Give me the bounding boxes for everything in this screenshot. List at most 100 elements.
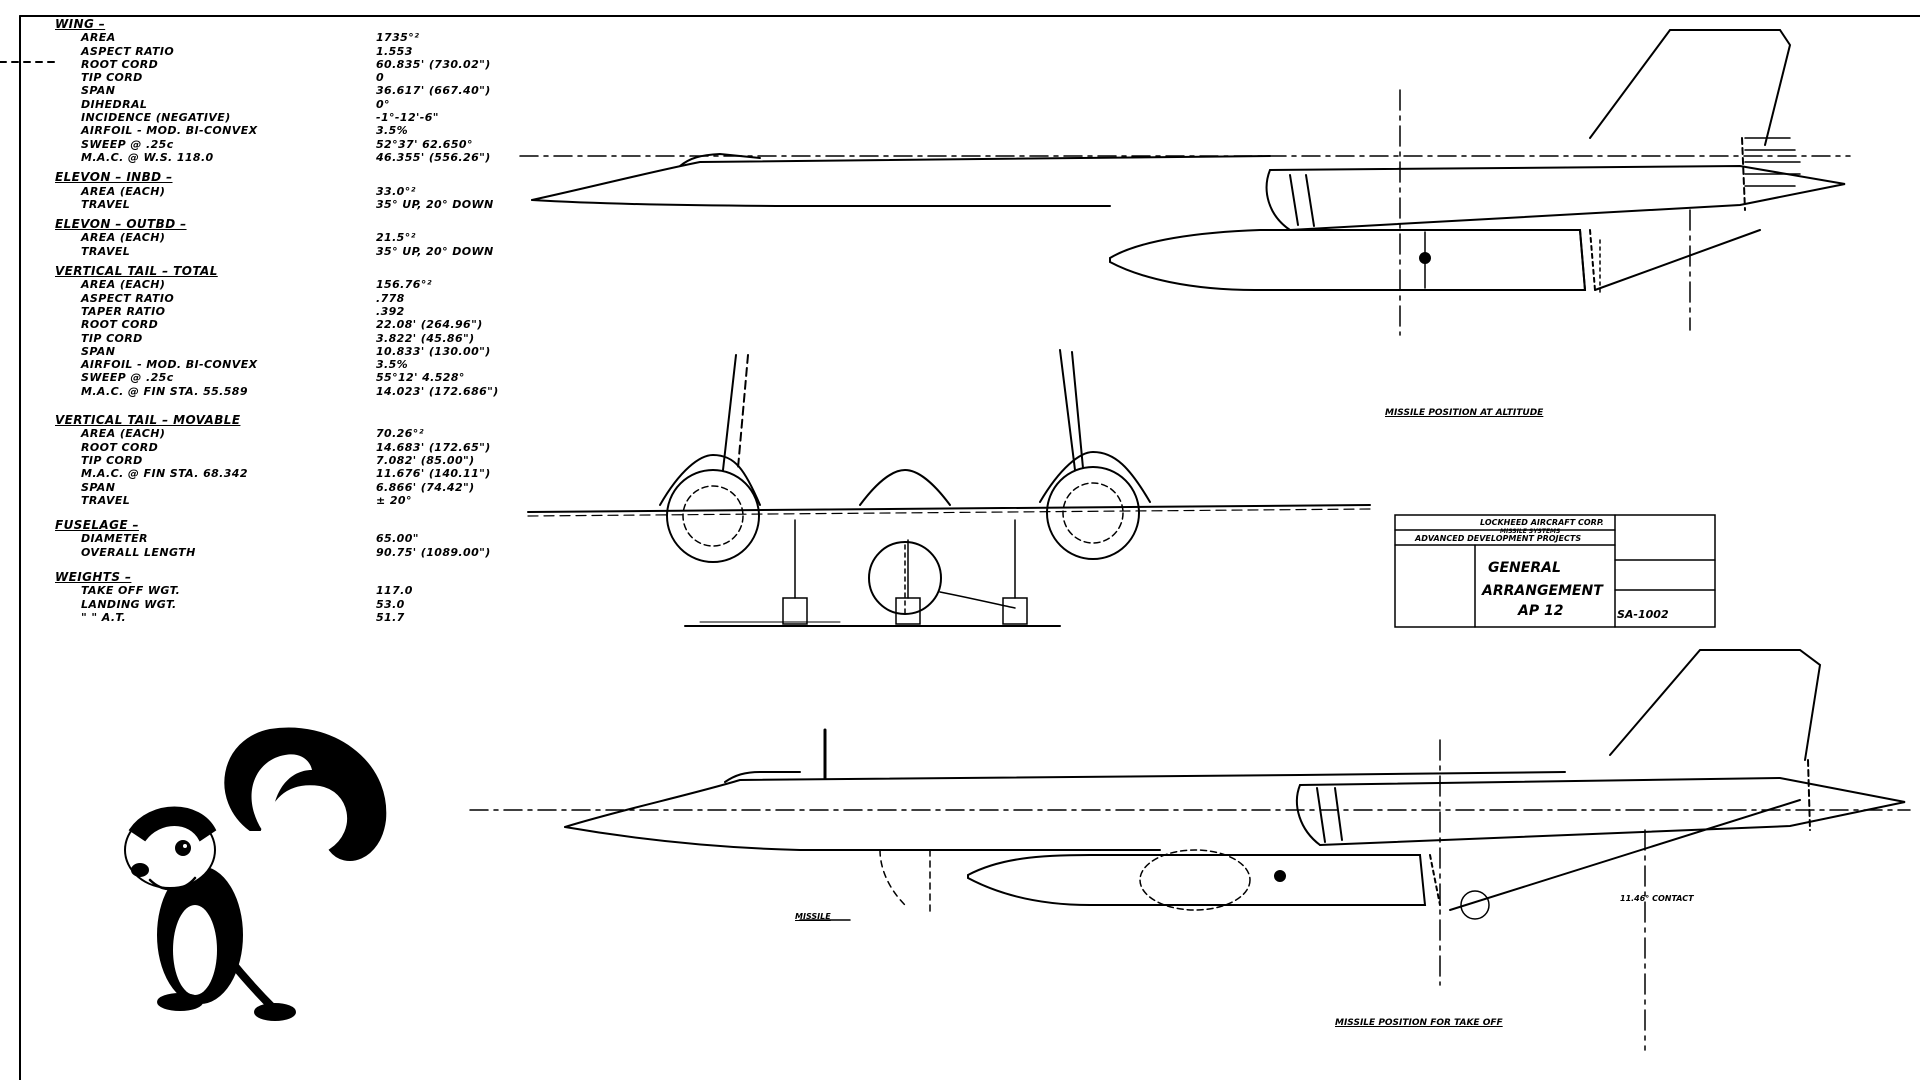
- missile-label: MISSILE: [795, 912, 831, 921]
- spec-label: TAPER RATIO: [81, 304, 166, 318]
- spec-label: SWEEP @ .25c: [81, 137, 174, 151]
- spec-label: ROOT CORD: [81, 318, 159, 332]
- spec-section-elevon-inboard: ELEVON – INBD – AREA (EACH)33.0°² TRAVEL…: [55, 170, 525, 211]
- spec-value: 3.822' (45.86"): [376, 331, 475, 345]
- spec-row: AIRFOIL - MOD. BI-CONVEX 3.5%: [55, 358, 525, 371]
- spec-value: 1.553: [376, 44, 413, 58]
- spec-row: AIRFOIL - MOD. BI-CONVEX 3.5%: [55, 124, 525, 137]
- spec-value: 7.082' (85.00"): [376, 453, 475, 467]
- front-view: [527, 349, 1371, 627]
- spec-value: 3.5%: [376, 358, 409, 372]
- spec-value: 156.76°²: [376, 278, 432, 292]
- caption-altitude: MISSILE POSITION AT ALTITUDE: [1385, 408, 1544, 418]
- spec-value: 14.023' (172.686"): [376, 384, 499, 398]
- spec-value: 55°12' 4.528°: [376, 371, 465, 385]
- section-title: ELEVON – INBD –: [55, 170, 173, 185]
- skunk-logo: [124, 727, 387, 1021]
- spec-row: AREA (EACH) 70.26°²: [55, 427, 525, 440]
- side-view-altitude: [519, 29, 1851, 336]
- spec-label: OVERALL LENGTH: [81, 545, 196, 559]
- spec-row: M.A.C. @ FIN STA. 55.589 14.023' (172.686…: [55, 385, 525, 398]
- spec-row: ASPECT RATIO 1.553: [55, 45, 525, 58]
- title-block-division: MISSILE SYSTEMS: [1500, 528, 1561, 535]
- spec-row: LANDING WGT.53.0: [55, 598, 525, 611]
- title-block-dept: ADVANCED DEVELOPMENT PROJECTS: [1415, 534, 1582, 543]
- spec-label: SPAN: [81, 84, 116, 98]
- spec-section-vertical-tail-movable: VERTICAL TAIL – MOVABLE AREA (EACH)70.26…: [55, 413, 525, 507]
- spec-label: TAKE OFF WGT.: [81, 584, 181, 598]
- spec-label: M.A.C. @ FIN STA. 55.589: [81, 384, 248, 398]
- spec-section-elevon-outboard: ELEVON – OUTBD – AREA (EACH) 21.5°² TRAVE…: [55, 217, 525, 258]
- spec-row: SPAN 6.866' (74.42"): [55, 481, 525, 494]
- spec-label: AIRFOIL - MOD. BI-CONVEX: [81, 124, 258, 138]
- spec-row: TAKE OFF WGT.117.0: [55, 584, 525, 597]
- spec-value: .392: [376, 304, 405, 318]
- spec-value: 10.833' (130.00"): [376, 344, 491, 358]
- spec-label: M.A.C. @ W.S. 118.0: [81, 150, 214, 164]
- section-title: FUSELAGE –: [55, 518, 139, 533]
- spec-label: TIP CORD: [81, 71, 143, 85]
- section-title: ELEVON – OUTBD –: [55, 217, 187, 232]
- spec-value: 0°: [376, 97, 390, 111]
- spec-value: 0: [376, 71, 385, 85]
- spec-label: M.A.C. @ FIN STA. 68.342: [81, 467, 248, 481]
- spec-section-vertical-tail-total: VERTICAL TAIL – TOTAL AREA (EACH)156.76°…: [55, 264, 525, 398]
- spec-value: 70.26°²: [376, 427, 424, 441]
- spec-section-weights: WEIGHTS – TAKE OFF WGT.117.0 LANDING WGT…: [55, 570, 525, 624]
- spec-row: TIP CORD 7.082' (85.00"): [55, 454, 525, 467]
- spec-row: SWEEP @ .25c 55°12' 4.528°: [55, 371, 525, 384]
- spec-value: 36.617' (667.40"): [376, 84, 491, 98]
- spec-label: SPAN: [81, 344, 116, 358]
- spec-row: ASPECT RATIO .778: [55, 292, 525, 305]
- spec-value: 21.5°²: [376, 231, 416, 245]
- spec-value: 1735°²: [376, 31, 420, 45]
- spec-value: 60.835' (730.02"): [376, 57, 491, 71]
- spec-value: 14.683' (172.65"): [376, 440, 491, 454]
- spec-label: TIP CORD: [81, 453, 143, 467]
- title-block-model: AP 12: [1518, 603, 1564, 619]
- spec-label: TRAVEL: [81, 493, 131, 507]
- spec-label: ROOT CORD: [81, 57, 159, 71]
- spec-label: AIRFOIL - MOD. BI-CONVEX: [81, 358, 258, 372]
- spec-row: SPAN 10.833' (130.00"): [55, 345, 525, 358]
- spec-label: TRAVEL: [81, 197, 131, 211]
- spec-label: TRAVEL: [81, 244, 131, 258]
- spec-value: 11.676' (140.11"): [376, 467, 491, 481]
- spec-row: TRAVEL ± 20°: [55, 494, 525, 507]
- spec-label: ASPECT RATIO: [81, 44, 175, 58]
- spec-value: 3.5%: [376, 124, 409, 138]
- spec-label: INCIDENCE (NEGATIVE): [81, 111, 231, 125]
- spec-label: " " A.T.: [81, 610, 127, 624]
- spec-label: AREA (EACH): [81, 427, 166, 441]
- spec-label: SPAN: [81, 480, 116, 494]
- spec-value: 51.7: [376, 610, 405, 624]
- spec-value: ± 20°: [376, 493, 412, 507]
- spec-label: AREA (EACH): [81, 278, 166, 292]
- spec-label: AREA (EACH): [81, 184, 166, 198]
- spec-row: AREA (EACH)33.0°²: [55, 185, 525, 198]
- spec-label: ASPECT RATIO: [81, 291, 175, 305]
- title-block-title-line2: ARRANGEMENT: [1482, 583, 1603, 599]
- spec-row: " " A.T. 51.7: [55, 611, 525, 624]
- sheet-border: [0, 15, 1920, 1080]
- spec-value: 65.00": [376, 532, 419, 546]
- spec-label: ROOT CORD: [81, 440, 159, 454]
- spec-row: AREA (EACH) 21.5°²: [55, 231, 525, 244]
- spec-row: M.A.C. @ FIN STA. 68.342 11.676' (140.11"…: [55, 467, 525, 480]
- spec-label: AREA (EACH): [81, 231, 166, 245]
- title-block-company: LOCKHEED AIRCRAFT CORP.: [1480, 518, 1604, 527]
- spec-value: 6.866' (74.42"): [376, 480, 475, 494]
- spec-value: .778: [376, 291, 405, 305]
- spec-label: SWEEP @ .25c: [81, 371, 174, 385]
